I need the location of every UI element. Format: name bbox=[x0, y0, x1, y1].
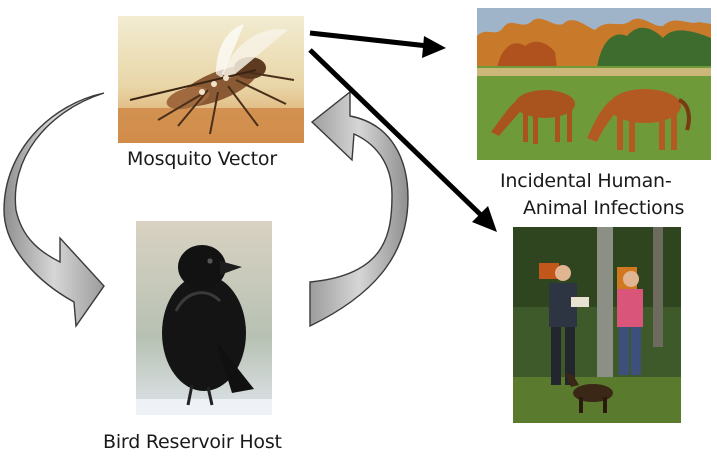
hikers-with-dog-photo bbox=[513, 227, 681, 423]
cycle-arrow-mosquito-to-bird bbox=[4, 93, 104, 326]
mosquito-vector-label: Mosquito Vector bbox=[127, 148, 277, 170]
crow-photo bbox=[136, 221, 272, 415]
incidental-label-line2: Animal Infections bbox=[523, 197, 684, 219]
arrow-to-horses-head bbox=[422, 36, 446, 58]
arrow-to-horses bbox=[310, 33, 428, 46]
grazing-horses-photo bbox=[477, 8, 711, 160]
bird-reservoir-host-label: Bird Reservoir Host bbox=[103, 431, 282, 453]
incidental-label-line1: Incidental Human- bbox=[500, 170, 672, 192]
mosquito-photo bbox=[118, 16, 304, 143]
